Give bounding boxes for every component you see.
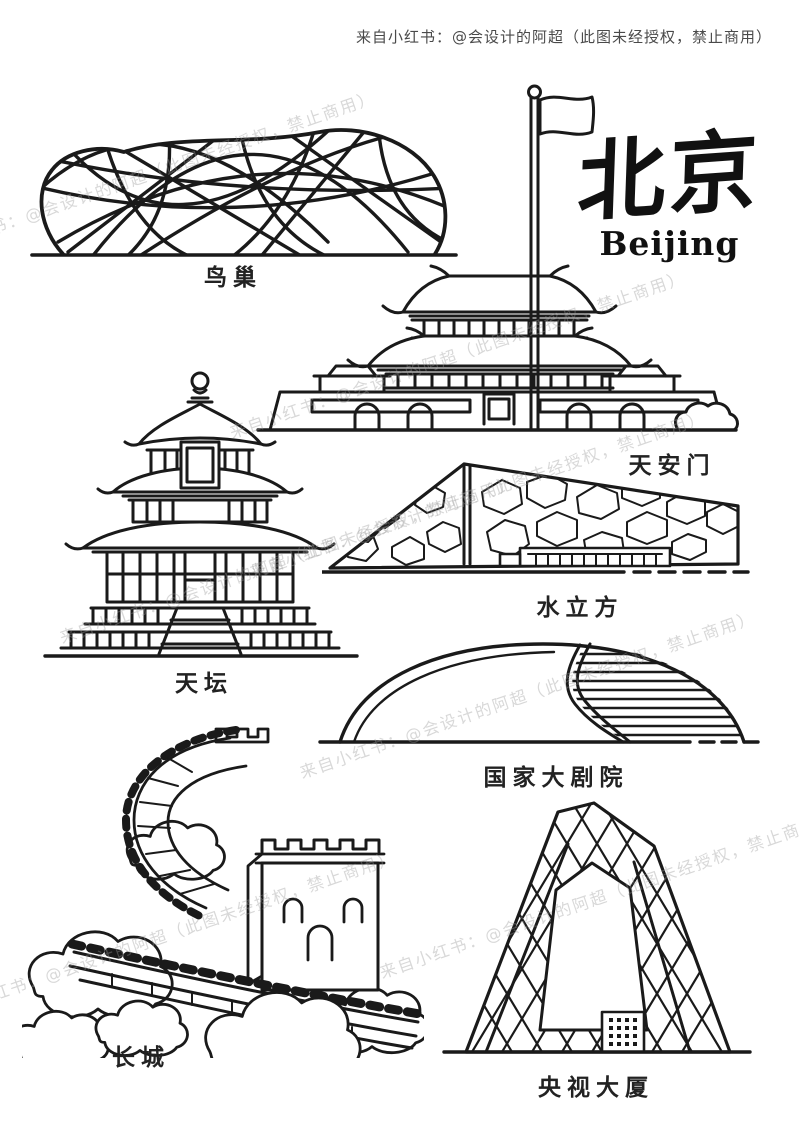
water-cube-label: 水立方: [536, 595, 624, 621]
water-cube-illustration: [322, 452, 750, 590]
tiananmen-illustration: [252, 82, 744, 434]
national-grand-theatre-label: 国家大剧院: [483, 765, 629, 791]
credit-text: 来自小红书：@会设计的阿超（此图未经授权，禁止商用）: [355, 28, 772, 46]
great-wall-illustration: [22, 722, 424, 1058]
bird-nest-label: 鸟巢: [204, 265, 262, 291]
title-latin: Beijing: [599, 224, 740, 263]
cctv-headquarters-label: 央视大厦: [538, 1075, 654, 1101]
temple-of-heaven-illustration: [35, 368, 367, 662]
bird-nest-illustration: [28, 92, 460, 268]
title-block: 北京 Beijing: [562, 117, 777, 263]
great-wall-label: 长城: [112, 1045, 170, 1071]
tiananmen-label: 天安门: [628, 453, 716, 479]
temple-of-heaven-label: 天坛: [175, 671, 233, 697]
cctv-headquarters-illustration: [442, 800, 754, 1064]
national-grand-theatre-illustration: [318, 638, 760, 752]
